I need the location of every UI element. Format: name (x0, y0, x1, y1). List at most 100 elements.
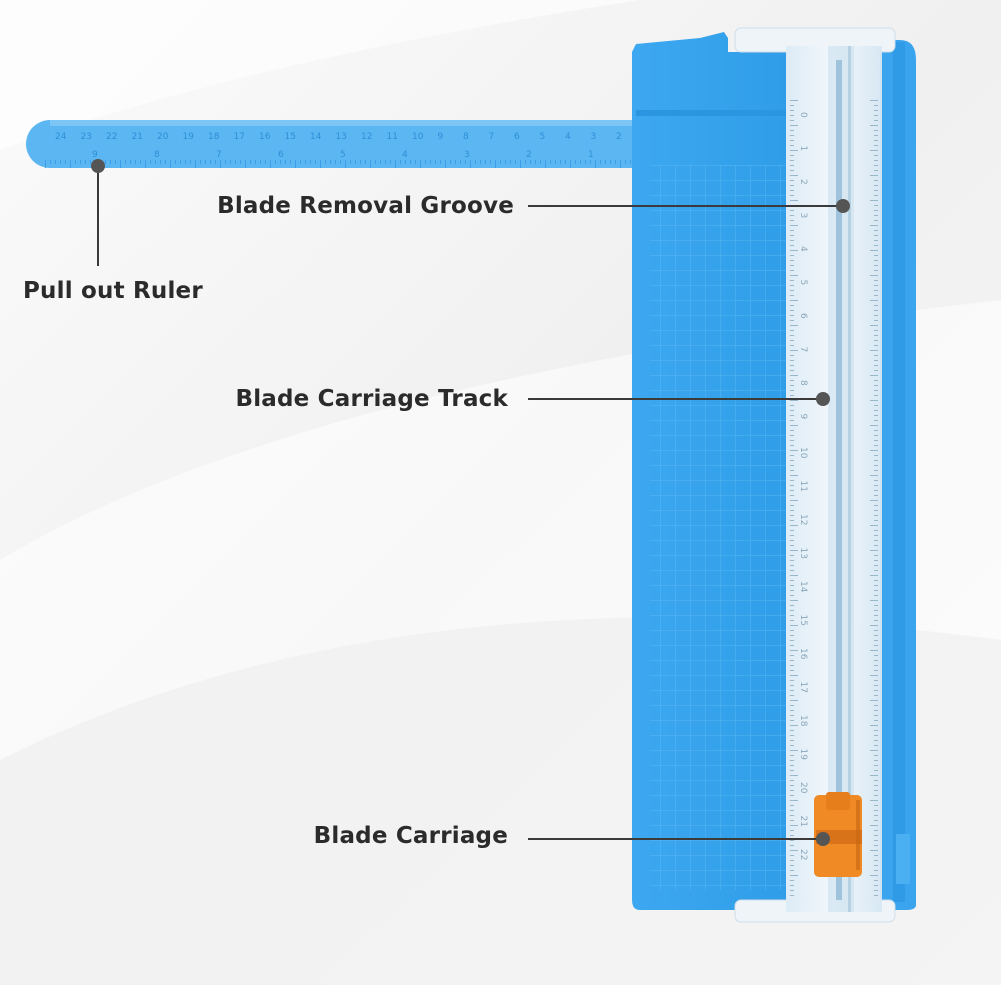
track-tick (790, 780, 794, 781)
track-tick (790, 895, 794, 896)
ruler-tick (335, 160, 336, 164)
track-tick (790, 575, 798, 576)
ruler-tick (310, 160, 311, 164)
ruler-tick (210, 160, 211, 164)
ruler-tick-label: 5 (540, 132, 546, 142)
ruler-tick (570, 160, 571, 168)
ruler-tick (180, 160, 181, 164)
track-tick (790, 405, 794, 406)
track-tick (870, 275, 878, 276)
track-tick (790, 890, 794, 891)
ruler-tick (50, 160, 51, 164)
track-tick (870, 250, 878, 251)
ruler-tick (280, 160, 281, 164)
ruler-tick (535, 160, 536, 164)
track-tick (874, 860, 878, 861)
track-tick (790, 320, 794, 321)
ruler-tick (540, 160, 541, 164)
track-tick (874, 105, 878, 106)
ruler-tick (435, 160, 436, 164)
track-tick-label: 8 (798, 380, 808, 386)
ruler-tick (145, 160, 146, 168)
callout-groove (528, 199, 850, 213)
track-tick (874, 820, 878, 821)
ruler-tick (450, 160, 451, 164)
ruler-tick-label: 21 (132, 132, 143, 142)
ruler-tick (595, 160, 596, 168)
track-tick (874, 315, 878, 316)
track-tick (874, 570, 878, 571)
track-tick (874, 480, 878, 481)
ruler-tick-label: 4 (402, 150, 408, 160)
track-tick (790, 830, 794, 831)
track-tick (874, 235, 878, 236)
ruler-tick-label: 16 (259, 132, 271, 142)
track-tick (790, 410, 794, 411)
blade-carriage[interactable] (814, 792, 862, 877)
track-tick (790, 430, 794, 431)
track-tick (874, 590, 878, 591)
ruler-tick (510, 160, 511, 164)
track-tick (870, 300, 878, 301)
track-tick-label: 18 (798, 715, 808, 727)
ruler-tick-label: 14 (310, 132, 322, 142)
callout-dot (91, 159, 105, 173)
track-tick (790, 590, 794, 591)
track-tick (790, 855, 794, 856)
ruler-tick (365, 160, 366, 164)
ruler-tick (265, 160, 266, 164)
track-tick (790, 785, 794, 786)
track-tick (790, 120, 794, 121)
track-tick (874, 865, 878, 866)
track-tick (790, 180, 794, 181)
track-tick (874, 220, 878, 221)
track-tick (790, 225, 798, 226)
track-tick (874, 340, 878, 341)
track-tick (874, 710, 878, 711)
ruler-tick (505, 160, 506, 164)
ruler-tick (610, 160, 611, 164)
ruler-tick (130, 160, 131, 164)
track-tick (874, 330, 878, 331)
ruler-ticks: 2423222120191817161514131211109876543219… (45, 132, 647, 168)
track-tick (874, 580, 878, 581)
ruler-tick (175, 160, 176, 164)
track-tick (790, 775, 798, 776)
track-tick (874, 380, 878, 381)
track-tick (790, 655, 794, 656)
track-tick (790, 195, 794, 196)
track-tick (790, 460, 794, 461)
track-tick (874, 390, 878, 391)
track-tick (790, 105, 794, 106)
track-tick (874, 740, 878, 741)
track-tick (870, 875, 878, 876)
ruler-tick (315, 160, 316, 164)
track-tick (874, 180, 878, 181)
track-tick (870, 150, 878, 151)
track-tick (874, 880, 878, 881)
track-tick (874, 270, 878, 271)
track-tick-label: 5 (798, 280, 808, 286)
track-tick (790, 450, 798, 451)
track-tick (790, 350, 798, 351)
track-tick (874, 730, 878, 731)
track-tick (790, 865, 794, 866)
track-tick (874, 510, 878, 511)
track-tick (870, 475, 878, 476)
pull-out-ruler[interactable]: 2423222120191817161514131211109876543219… (26, 120, 650, 168)
track-tick (874, 370, 878, 371)
track-tick (874, 655, 878, 656)
track-tick (790, 345, 794, 346)
ruler-tick (550, 160, 551, 164)
track-tick (790, 595, 794, 596)
track-tick (874, 490, 878, 491)
ruler-tick (85, 160, 86, 164)
track-tick (874, 420, 878, 421)
track-tick (790, 680, 794, 681)
track-tick (790, 250, 798, 251)
track-tick (870, 525, 878, 526)
track-tick (874, 445, 878, 446)
ruler-tick (485, 160, 486, 164)
track-tick-label: 4 (798, 246, 808, 252)
callout-dot (836, 199, 850, 213)
